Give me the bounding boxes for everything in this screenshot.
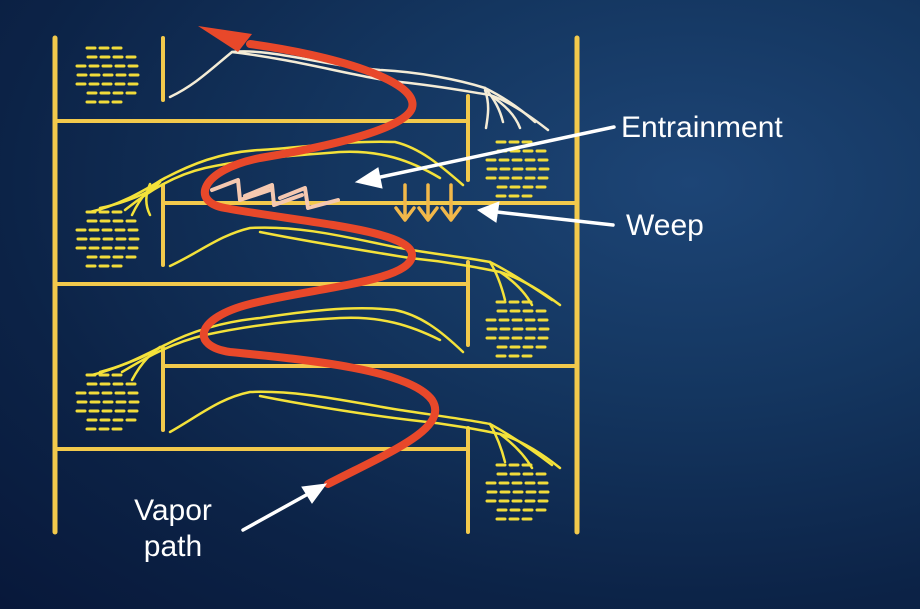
vapor-path-label: Vapor path [108,493,238,565]
weep-label: Weep [626,209,704,242]
entrainment-pointer-head [354,167,383,189]
weep-pointer-line [495,210,615,227]
froth-cluster [485,140,550,198]
froth-cluster [485,463,550,521]
froth-cluster [75,210,140,268]
froth-cluster [75,46,140,104]
trays [53,36,579,534]
liquid-tray-3 [168,226,562,307]
liquid-tray-5 [168,390,562,470]
vapor-path-label-line-1: Vapor [134,494,212,527]
pointer-arrows [241,125,616,532]
liquid-top-tray [168,50,550,132]
vapor-path [198,26,440,488]
entrainment-pointer-line [374,125,616,180]
downcomer-froth [75,46,550,521]
froth-cluster [485,300,550,358]
entrainment-label: Entrainment [621,111,783,144]
liquid-flow [88,50,562,470]
vapor-pointer-line [241,492,310,532]
vapor-arrowhead-icon [198,26,252,52]
vapor-pointer-head [301,483,328,504]
froth-cluster [75,373,140,431]
vapor-path-line [199,40,440,488]
vapor-path-label-line-2: path [143,530,203,563]
entrainment-arrows [210,178,340,210]
weep-pointer-head [476,201,500,223]
liquid-tray-4 [90,307,465,382]
weep-arrows [394,183,462,222]
